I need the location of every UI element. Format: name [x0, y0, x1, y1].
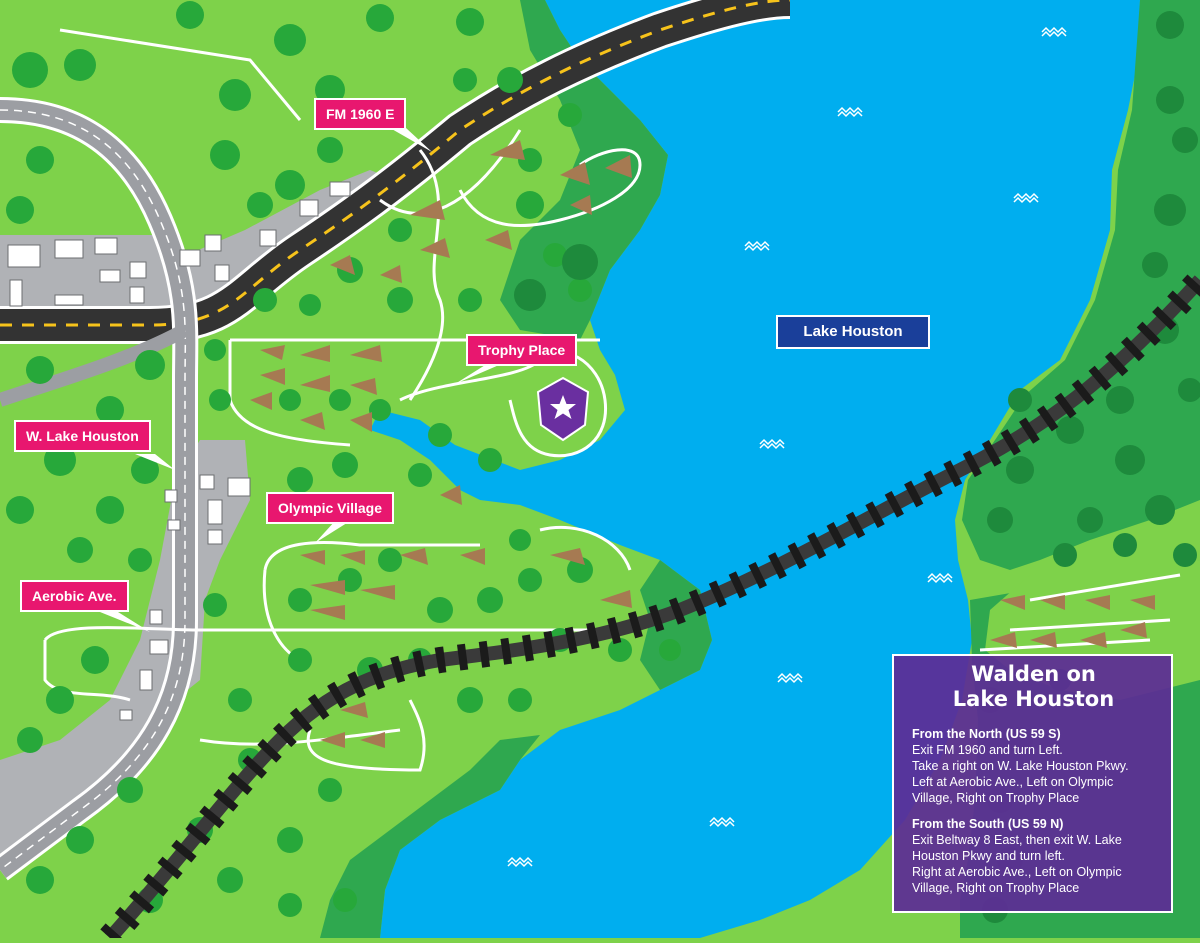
- north-heading: From the North (US 59 S): [912, 727, 1061, 741]
- water-ripples: [507, 26, 1067, 868]
- north-line: Exit FM 1960 and turn Left.: [912, 743, 1063, 757]
- buildings: [7, 181, 351, 721]
- south-heading: From the South (US 59 N): [912, 817, 1064, 831]
- panel-title: Walden on Lake Houston: [912, 662, 1155, 712]
- south-shore-dark: [320, 735, 540, 938]
- panel-title-line1: Walden on: [971, 662, 1096, 686]
- north-line: Take a right on W. Lake Houston Pkwy.: [912, 759, 1129, 773]
- label-olympic-village[interactable]: Olympic Village: [266, 492, 395, 524]
- label-lake-houston[interactable]: Lake Houston: [776, 315, 930, 349]
- south-line: Exit Beltway 8 East, then exit W. Lake: [912, 833, 1122, 847]
- label-pointers: [100, 128, 506, 632]
- south-line: Village, Right on Trophy Place: [912, 881, 1080, 895]
- directions-panel: Walden on Lake Houston From the North (U…: [892, 654, 1173, 913]
- gray-lot-nw: [0, 170, 395, 310]
- house-lots: [250, 140, 1155, 748]
- south-line: Houston Pkwy and turn left.: [912, 849, 1065, 863]
- star-icon: [550, 395, 576, 419]
- label-w-lake-houston[interactable]: W. Lake Houston: [14, 420, 151, 452]
- north-line: Left at Aerobic Ave., Left on Olympic: [912, 775, 1114, 789]
- parkway-ramp: [0, 323, 189, 407]
- panel-title-line2: Lake Houston: [952, 687, 1115, 711]
- parkway-center: [0, 109, 187, 871]
- south-line: Right at Aerobic Ave., Left on Olympic: [912, 865, 1122, 879]
- highway-fm1960-dashes: [0, 0, 791, 327]
- railroad: [100, 271, 1200, 943]
- label-aerobic-ave[interactable]: Aerobic Ave.: [20, 580, 129, 612]
- label-trophy-place[interactable]: Trophy Place: [466, 334, 578, 366]
- trophy-place-marker[interactable]: [536, 376, 590, 442]
- label-fm1960[interactable]: FM 1960 E: [314, 98, 407, 130]
- north-line: Village, Right on Trophy Place: [912, 791, 1080, 805]
